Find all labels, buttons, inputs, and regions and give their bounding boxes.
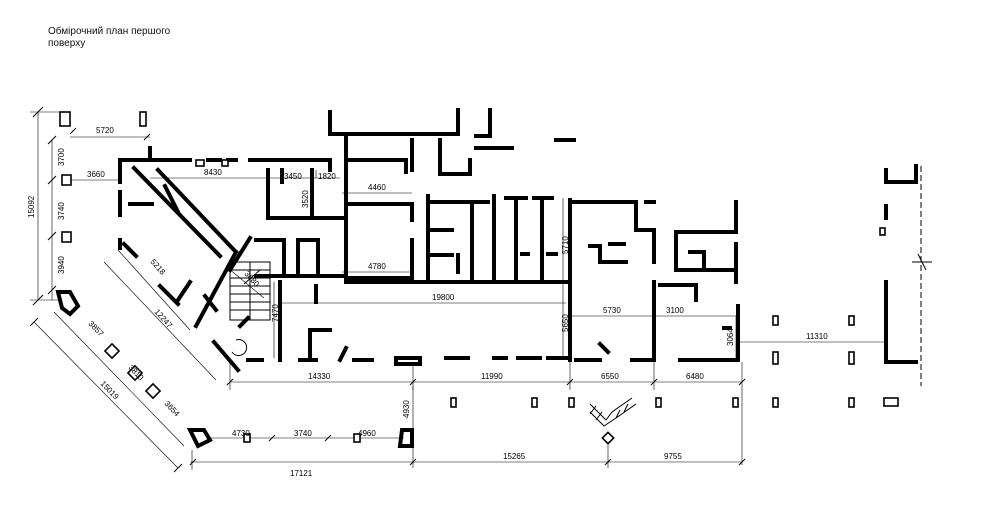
dim-11990: 11990: [481, 372, 503, 381]
dim-6550: 6550: [601, 372, 619, 381]
dim-3450: 3450: [284, 172, 302, 181]
dim-15092: 15092: [27, 195, 36, 218]
dim-3940: 3940: [57, 256, 66, 274]
pier: [59, 111, 71, 127]
dim-4930: 4930: [402, 400, 411, 418]
dim-12247: 12247: [153, 307, 175, 330]
dim-3064: 3064: [726, 328, 735, 346]
dim-3700: 3700: [57, 148, 66, 166]
dim-4730: 4730: [232, 429, 250, 438]
dim-4780: 4780: [368, 262, 386, 271]
dim-4460: 4460: [368, 183, 386, 192]
plan-title: Обмірочний план першого поверху: [48, 26, 171, 49]
dim-3660: 3660: [87, 170, 105, 179]
dim-5730: 5730: [603, 306, 621, 315]
walls: [55, 108, 918, 373]
stairs: [229, 261, 637, 427]
dim-19800: 19800: [432, 293, 455, 302]
dimension-lines: [29, 106, 886, 473]
dim-8430: 8430: [204, 168, 222, 177]
dim-3520: 3520: [301, 190, 310, 208]
dim-14330: 14330: [308, 372, 331, 381]
dim-11310: 11310: [806, 332, 828, 341]
dim-5710: 5710: [561, 236, 570, 254]
dim-7470: 7470: [271, 304, 280, 322]
dim-15265: 15265: [503, 452, 526, 461]
dim-1820: 1820: [318, 172, 336, 181]
dim-5650: 5650: [561, 314, 570, 332]
dim-9755: 9755: [664, 452, 682, 461]
dim-3740-vertical: 3740: [57, 202, 66, 220]
dim-4960: 4960: [358, 429, 376, 438]
dim-3857: 3857: [87, 319, 106, 338]
break-line: [912, 166, 932, 386]
dim-3740-horizontal: 3740: [294, 429, 312, 438]
dim-3654: 3654: [163, 399, 182, 418]
dim-5218: 5218: [149, 257, 168, 277]
piers: [103, 159, 899, 449]
dim-3100: 3100: [666, 306, 684, 315]
dim-6480: 6480: [686, 372, 704, 381]
dim-5720: 5720: [96, 126, 114, 135]
dim-17121: 17121: [290, 469, 313, 478]
